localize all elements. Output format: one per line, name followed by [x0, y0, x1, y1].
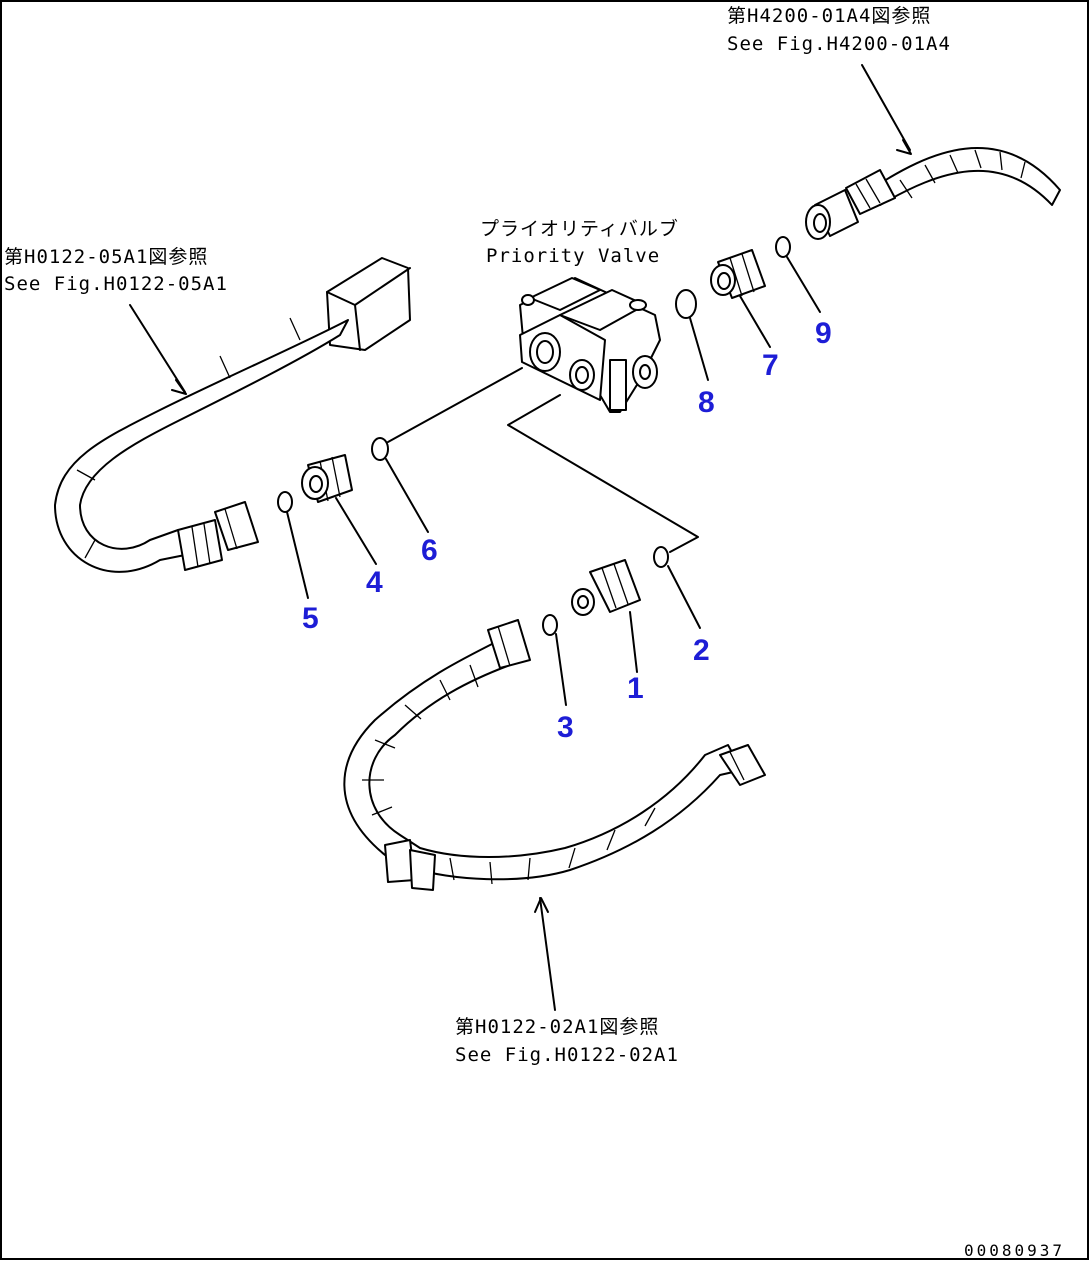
- part-8-oring: [675, 289, 697, 319]
- ref-left-en: See Fig.H0122-05A1: [4, 273, 228, 295]
- component-label-en: Priority Valve: [486, 245, 660, 267]
- callout-8: 8: [698, 386, 715, 419]
- part-3-oring: [542, 614, 558, 636]
- ref-top-right-jp: 第H4200-01A4図参照: [727, 5, 931, 27]
- part-4-fitting: [301, 454, 353, 503]
- callout-5: 5: [302, 602, 319, 635]
- callout-1: 1: [627, 672, 644, 705]
- part-2-oring: [653, 546, 669, 568]
- part-9-oring: [775, 236, 791, 258]
- part-7-fitting: [710, 249, 766, 299]
- part-5-oring: [277, 491, 293, 513]
- hose-left: [54, 257, 411, 573]
- callout-7: 7: [762, 349, 779, 382]
- part-6-oring: [371, 437, 389, 461]
- callout-9: 9: [815, 317, 832, 350]
- ref-left-jp: 第H0122-05A1図参照: [4, 246, 208, 268]
- leader-lines: [129, 64, 912, 1011]
- ref-top-right-en: See Fig.H4200-01A4: [727, 33, 951, 55]
- priority-valve: [519, 277, 661, 413]
- hose-top-right: [805, 147, 1061, 240]
- callout-2: 2: [693, 634, 710, 667]
- drawing-code: 00080937: [964, 1241, 1065, 1260]
- part-1-fitting: [571, 559, 641, 616]
- ref-bottom-jp: 第H0122-02A1図参照: [455, 1016, 659, 1038]
- callout-4: 4: [366, 566, 383, 599]
- callout-3: 3: [557, 711, 574, 744]
- ref-bottom-en: See Fig.H0122-02A1: [455, 1044, 679, 1066]
- callout-6: 6: [421, 534, 438, 567]
- component-label-jp: プライオリティバルブ: [480, 217, 679, 240]
- hose-bottom: [343, 619, 766, 891]
